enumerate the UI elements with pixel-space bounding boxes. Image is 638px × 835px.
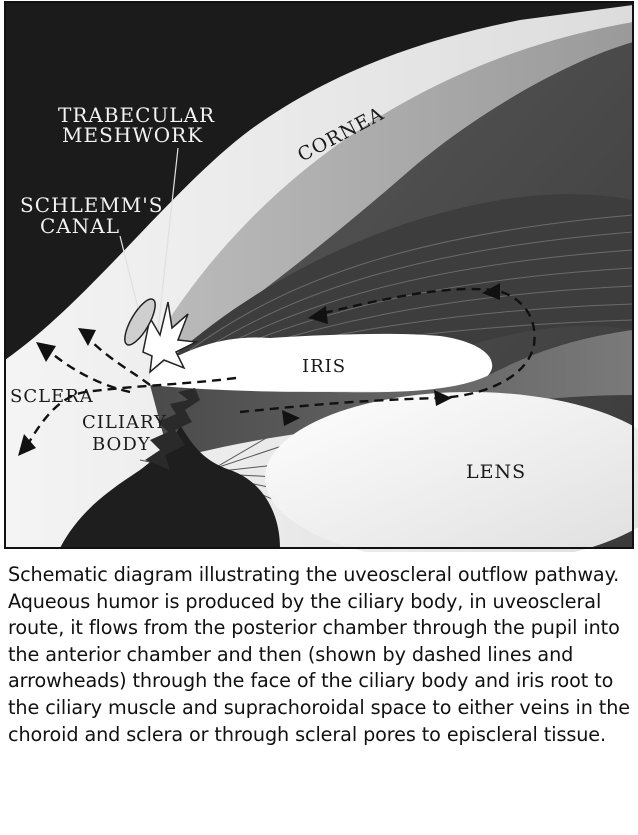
label-trabecular: TRABECULAR	[58, 103, 215, 127]
label-trabecular-line1: TRABECULAR	[58, 103, 215, 127]
ciliary-processes	[145, 388, 200, 470]
label-lens: LENS	[466, 461, 526, 483]
cornea	[150, 22, 633, 352]
label-sclera-text: SCLERA	[10, 386, 94, 407]
ciliary-body-base	[60, 425, 280, 548]
uveoscleral-diagram: TRABECULAR MESHWORK SCHLEMM'S CANAL CORN…	[4, 1, 638, 552]
lens	[265, 392, 638, 552]
label-ciliary-line2: BODY	[92, 434, 151, 455]
label-lens-text: LENS	[466, 461, 526, 483]
figure-border	[4, 1, 634, 549]
label-schlemm: SCHLEMM'S	[20, 193, 163, 217]
schlemm-leader	[119, 235, 139, 309]
arrowhead-main-right-1	[434, 390, 452, 406]
label-meshwork: MESHWORK	[62, 123, 203, 147]
label-schlemm-line1: SCHLEMM'S	[20, 193, 163, 217]
label-iris-text: IRIS	[302, 356, 346, 377]
figure-caption: Schematic diagram illustrating the uveos…	[8, 563, 630, 746]
arrowhead-loop-left	[308, 306, 328, 324]
arrowhead-main-right-2	[282, 410, 300, 426]
label-ciliary-line1: CILIARY	[82, 412, 167, 433]
label-ciliary: CILIARY	[82, 412, 167, 433]
label-schlemm-line2: CANAL	[40, 214, 120, 238]
arrowhead-loop-top	[482, 283, 500, 300]
label-iris: IRIS	[302, 356, 346, 377]
path-main-loop	[239, 287, 536, 414]
label-body: BODY	[92, 434, 151, 455]
path-to-sclera-1	[26, 376, 237, 445]
trabecular-meshwork	[142, 301, 199, 374]
posterior-chamber	[150, 330, 633, 460]
arrowhead-sclera-upper	[36, 342, 56, 362]
arrowhead-sclera-mid	[78, 328, 96, 346]
schlemms-canal	[124, 298, 156, 346]
arrowhead-sclera-lower	[18, 434, 36, 456]
path-to-sclera-2	[87, 337, 151, 386]
label-sclera: SCLERA	[10, 386, 94, 407]
label-trabecular-line2: MESHWORK	[62, 123, 203, 147]
outflow-paths	[26, 287, 536, 445]
arrowheads	[18, 283, 500, 456]
path-to-sclera-3	[49, 351, 131, 394]
label-canal: CANAL	[40, 214, 120, 238]
trabecular-leader	[157, 147, 179, 331]
ciliary-muscle-band	[175, 194, 633, 355]
